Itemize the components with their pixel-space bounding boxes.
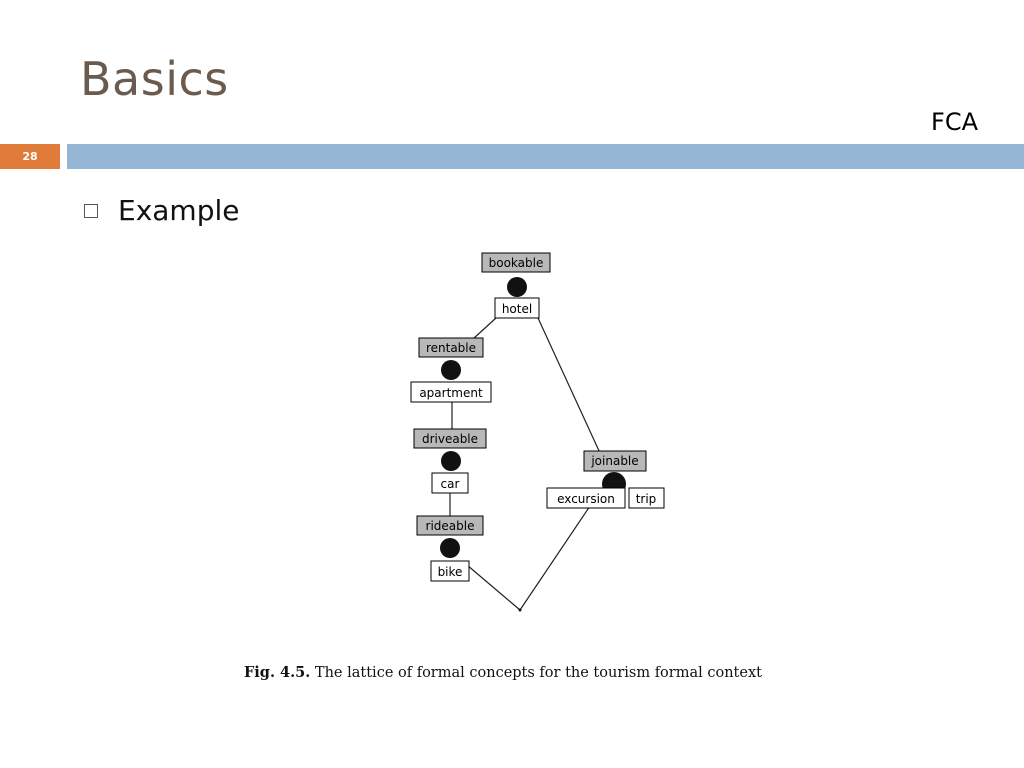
attribute-text-bookable: bookable — [489, 256, 544, 270]
header-bar — [67, 144, 1024, 169]
object-label-bike: bike — [430, 560, 470, 582]
concept-node-rentable — [441, 360, 461, 380]
concept-node-rideable — [440, 538, 460, 558]
bullet-text: Example — [118, 194, 240, 227]
figure-caption: Fig. 4.5. The lattice of formal concepts… — [244, 664, 762, 681]
object-text-car: car — [441, 477, 460, 491]
concept-node-bookable — [507, 277, 527, 297]
attribute-label-rideable: rideable — [416, 515, 484, 536]
concept-node-driveable — [441, 451, 461, 471]
attribute-label-rentable: rentable — [418, 337, 484, 358]
attribute-text-rideable: rideable — [426, 519, 475, 533]
slide-subtitle: FCA — [931, 108, 978, 136]
object-label-hotel: hotel — [494, 297, 540, 319]
object-text-apartment: apartment — [419, 386, 483, 400]
figure-caption-label: Fig. 4.5. — [244, 664, 311, 681]
concept-node-bottom — [518, 608, 522, 612]
edge-hotel-joinable — [537, 317, 601, 454]
edge-excursion-bottom — [519, 505, 591, 611]
figure-caption-text: The lattice of formal concepts for the t… — [314, 665, 762, 681]
bullet-square-icon — [84, 203, 98, 218]
object-label-trip: trip — [628, 487, 665, 509]
object-text-bike: bike — [438, 565, 463, 579]
bullet-item: Example — [84, 194, 239, 227]
object-label-excursion: excursion — [546, 487, 626, 509]
edge-bike-bottom — [466, 564, 521, 611]
attribute-text-rentable: rentable — [426, 341, 476, 355]
object-label-car: car — [431, 472, 469, 494]
object-text-trip: trip — [636, 492, 657, 506]
slide-title: Basics — [80, 52, 229, 106]
attribute-label-joinable: joinable — [583, 450, 647, 472]
attribute-label-driveable: driveable — [413, 428, 487, 449]
object-text-excursion: excursion — [557, 492, 615, 506]
object-label-apartment: apartment — [410, 381, 492, 403]
page-number: 28 — [0, 144, 60, 169]
attribute-text-joinable: joinable — [590, 454, 638, 468]
attribute-label-bookable: bookable — [481, 252, 551, 273]
object-text-hotel: hotel — [502, 302, 532, 316]
attribute-text-driveable: driveable — [422, 432, 478, 446]
